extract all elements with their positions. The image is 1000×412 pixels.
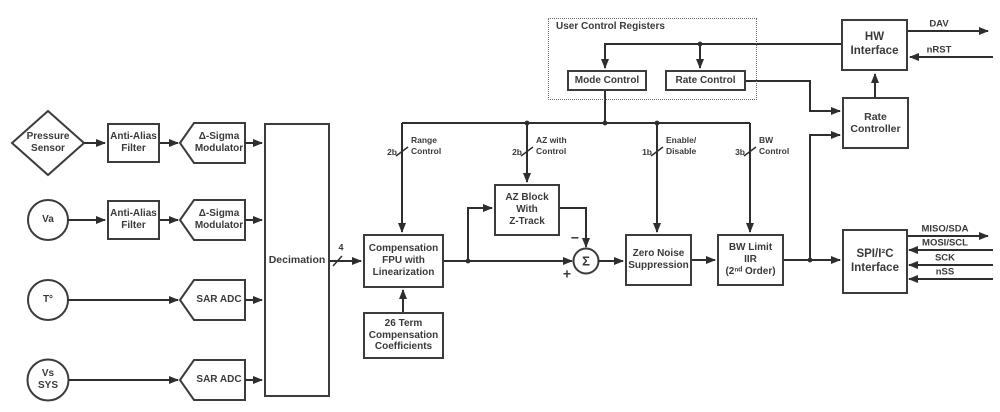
bus-slash-range <box>395 146 409 157</box>
mode-control-register: Mode Control <box>567 70 647 91</box>
sum-plus-sign: + <box>562 265 572 282</box>
compensation-fpu-block: Compensation FPU with Linearization <box>363 234 444 288</box>
wire-ratecontrol-to-rate-controller <box>746 80 841 115</box>
wire-tap-to-rate-controller <box>809 131 841 260</box>
bus-slash-az <box>520 146 534 157</box>
delta-sigma-modulator-1-label: Δ-Sigma Modulator <box>194 131 244 154</box>
user-control-registers-label: User Control Registers <box>556 21 665 32</box>
junction-dots <box>465 41 813 264</box>
compensation-coefficients-block: 26 Term Compensation Coefficients <box>363 312 444 359</box>
bw-control-bits: 3b <box>735 146 745 157</box>
wire-branch-to-azblock <box>467 204 493 261</box>
junction-dot <box>524 120 530 126</box>
hw-interface-block: HW Interface <box>841 19 908 71</box>
junction-dot <box>697 41 703 47</box>
summing-node-symbol: Σ <box>582 253 590 269</box>
junction-dot <box>602 120 608 126</box>
vs-source-circle <box>26 358 70 402</box>
bus-slash-enable <box>650 146 664 157</box>
junction-dot <box>654 120 660 126</box>
bus-slash-bw <box>743 146 757 157</box>
anti-alias-filter-1-block: Anti-Alias Filter <box>107 123 160 163</box>
vs-source-label: Vs SYS <box>37 368 59 391</box>
sar-adc-2-label: SAR ADC <box>196 374 242 386</box>
range-control-bits: 2b <box>387 146 397 157</box>
va-source-label: Va <box>42 214 54 226</box>
connector-layer <box>68 27 993 384</box>
range-control-label: Range Control <box>411 134 442 156</box>
bw-control-label: BW Control <box>759 134 790 156</box>
wire-azblock-to-sum <box>560 207 590 248</box>
temperature-source-label: T° <box>42 294 54 306</box>
enable-disable-bits: 1b <box>642 146 652 157</box>
rate-control-register: Rate Control <box>665 70 746 91</box>
miso-sda-pin-label: MISO/SDA <box>921 223 969 235</box>
bus-slash-4 <box>332 255 343 267</box>
az-control-label: AZ with Control <box>536 134 567 156</box>
junction-dot <box>465 258 471 264</box>
enable-disable-label: Enable/ Disable <box>666 134 697 156</box>
zero-noise-suppression-block: Zero Noise Suppression <box>625 234 692 286</box>
delta-sigma-modulator-2-label: Δ-Sigma Modulator <box>194 208 244 231</box>
sck-pin-label: SCK <box>934 252 956 264</box>
decimation-block: Decimation <box>264 123 330 397</box>
nss-pin-label: nSS <box>935 266 955 278</box>
az-control-bits: 2b <box>512 146 522 157</box>
pressure-sensor-label: Pressure Sensor <box>26 131 70 154</box>
nrst-pin-label: nRST <box>926 44 952 56</box>
sum-minus-sign: − <box>570 229 580 246</box>
junction-dot <box>807 257 813 263</box>
dav-pin-label: DAV <box>929 18 949 30</box>
spi-i2c-interface-block: SPI/I²C Interface <box>842 229 908 294</box>
anti-alias-filter-2-block: Anti-Alias Filter <box>107 200 160 240</box>
rate-controller-block: Rate Controller <box>842 97 909 149</box>
user-control-registers-group <box>548 18 757 100</box>
bus-width-ticks <box>332 146 757 267</box>
sar-adc-1-label: SAR ADC <box>196 294 242 306</box>
bus-width-4-label: 4 <box>338 242 344 253</box>
wire-hw-to-modecontrol <box>601 43 841 69</box>
mosi-scl-pin-label: MOSI/SCL <box>922 237 968 249</box>
bw-limit-iir-block: BW Limit IIR (2ⁿᵈ Order) <box>717 234 784 286</box>
az-block: AZ Block With Z-Track <box>494 184 560 236</box>
